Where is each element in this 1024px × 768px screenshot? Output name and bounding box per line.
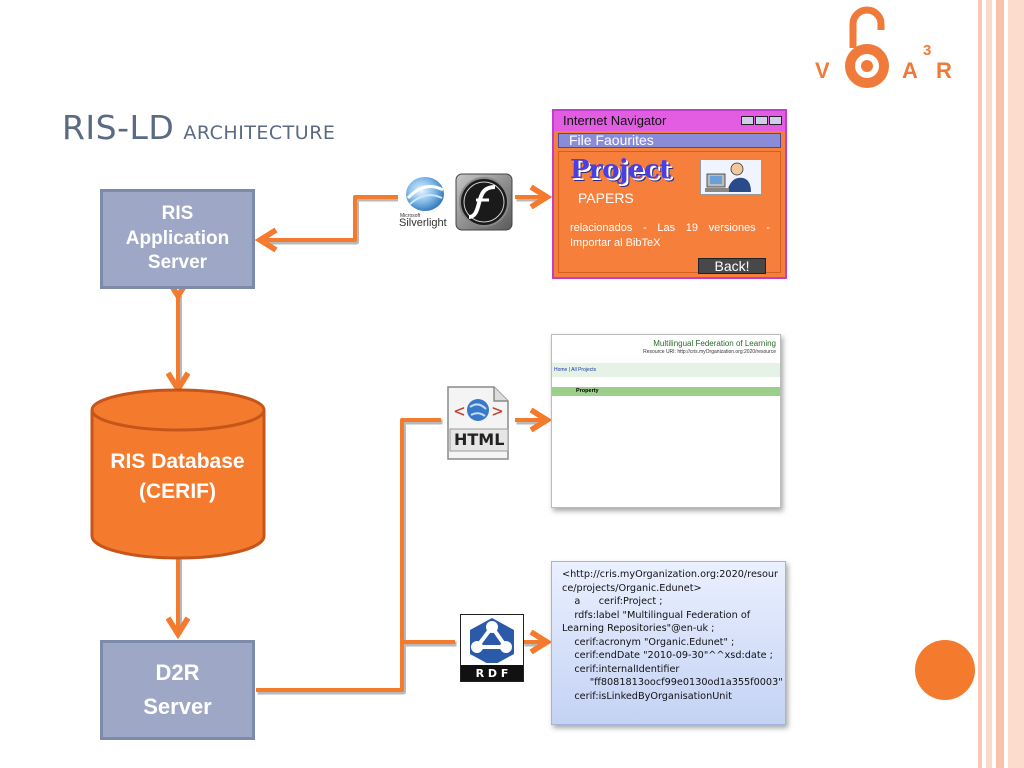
- back-button[interactable]: Back!: [698, 258, 766, 274]
- rdf-line: cerif:endDate "2010-09-30"^^xsd:date ;: [562, 650, 773, 661]
- logo-letter-a: A: [902, 58, 918, 83]
- property-column-header: Property: [576, 388, 599, 394]
- html-resource-page: Multilingual Federation of Learning Reso…: [551, 334, 781, 508]
- decor-stripe: [1008, 0, 1024, 768]
- navigator-menubar[interactable]: File Faourites: [558, 133, 781, 148]
- rdf-label: R D F: [475, 667, 509, 680]
- rdf-line: Learning Repositories"@en-uk ;: [562, 623, 715, 634]
- svg-text:>: >: [492, 401, 503, 422]
- ris-database-label: RIS Database (CERIF): [90, 447, 265, 508]
- decor-stripe: [978, 0, 982, 768]
- node-line: RIS: [161, 202, 194, 224]
- ris-database-cylinder: [90, 388, 266, 560]
- rdf-label-bar: [461, 665, 523, 681]
- rdf-line: a cerif:Project ;: [562, 596, 663, 607]
- silverlight-icon: [406, 177, 444, 211]
- rdf-line: cerif:isLinkedByOrganisationUnit: [562, 690, 732, 702]
- ris-application-server-node: RIS Application Server: [100, 189, 255, 289]
- logo-letter-r: R: [936, 58, 952, 83]
- d2r-server-node: D2R Server: [100, 640, 255, 740]
- html-document-icon: < > HTML: [444, 383, 512, 463]
- webpage-resource-uri: Resource URI: http://cris.myOrganization…: [643, 349, 776, 355]
- node-line: D2R: [155, 659, 200, 685]
- silverlight-logo: Microsoft Silverlight: [398, 172, 452, 232]
- webpage-title: Multilingual Federation of Learning: [653, 339, 776, 348]
- decor-stripe: [996, 0, 1004, 768]
- papers-label: PAPERS: [578, 190, 634, 206]
- html-page-icon: < >: [447, 386, 509, 460]
- navigator-description: relacionados - Las 19 versiones - Import…: [570, 222, 770, 249]
- voa3r-logo: V A 3 R: [812, 2, 962, 90]
- rdf-line: cerif:acronym "Organic.Edunet" ;: [562, 636, 735, 648]
- node-line: Application: [125, 227, 230, 249]
- rdf-line: "ff8081813oocf99e0130od1a355f0003": [562, 677, 783, 688]
- minimize-icon[interactable]: [741, 116, 754, 125]
- connector-d2r-html: [256, 418, 441, 692]
- navigator-content: [558, 151, 781, 273]
- webpage-nav-links[interactable]: Home | All Projects: [552, 363, 780, 377]
- rdf-logo: R D F: [460, 614, 524, 682]
- internet-navigator-window: Internet Navigator File Faourites Projec…: [552, 109, 787, 279]
- silverlight-microsoft-label: Microsoft: [400, 213, 421, 219]
- title-part-1: RIS-LD: [62, 108, 175, 147]
- title-part-2: architecture: [174, 115, 336, 146]
- project-heading: Project: [570, 155, 671, 185]
- rdf-graph-icon: [470, 618, 514, 663]
- silverlight-label: Silverlight: [399, 217, 447, 229]
- navigator-title: Internet Navigator: [563, 113, 667, 128]
- node-line: RIS Database: [110, 450, 245, 473]
- node-line: Server: [147, 252, 208, 274]
- svg-text:<: <: [454, 401, 465, 422]
- person-at-computer-icon: [700, 159, 762, 195]
- close-icon[interactable]: [769, 116, 782, 125]
- rdf-line: <http://cris.myOrganization.org:2020/res…: [562, 569, 779, 580]
- rdf-turtle-output: <http://cris.myOrganization.org:2020/res…: [551, 561, 786, 725]
- node-line: Server: [143, 694, 212, 719]
- rdf-line: cerif:internalIdentifier: [562, 663, 680, 675]
- rdf-line: ce/projects/Organic.Edunet>: [562, 582, 702, 594]
- logo-letter-v: V: [815, 58, 830, 83]
- html-label: HTML: [454, 430, 505, 449]
- open-access-lock-icon: [845, 6, 889, 88]
- slide-title: RIS-LD architecture: [62, 108, 335, 147]
- flash-player-icon: [455, 173, 513, 231]
- navigator-titlebar: Internet Navigator: [554, 111, 785, 131]
- decor-stripe: [986, 0, 992, 768]
- maximize-icon[interactable]: [755, 116, 768, 125]
- rdf-line: rdfs:label "Multilingual Federation of: [562, 609, 751, 621]
- decorative-circle: [915, 640, 975, 700]
- node-line: (CERIF): [139, 480, 216, 504]
- connector-silverlight-to-app: [262, 195, 400, 240]
- webpage-table-header: Property: [552, 387, 780, 396]
- logo-superscript-3: 3: [923, 42, 932, 59]
